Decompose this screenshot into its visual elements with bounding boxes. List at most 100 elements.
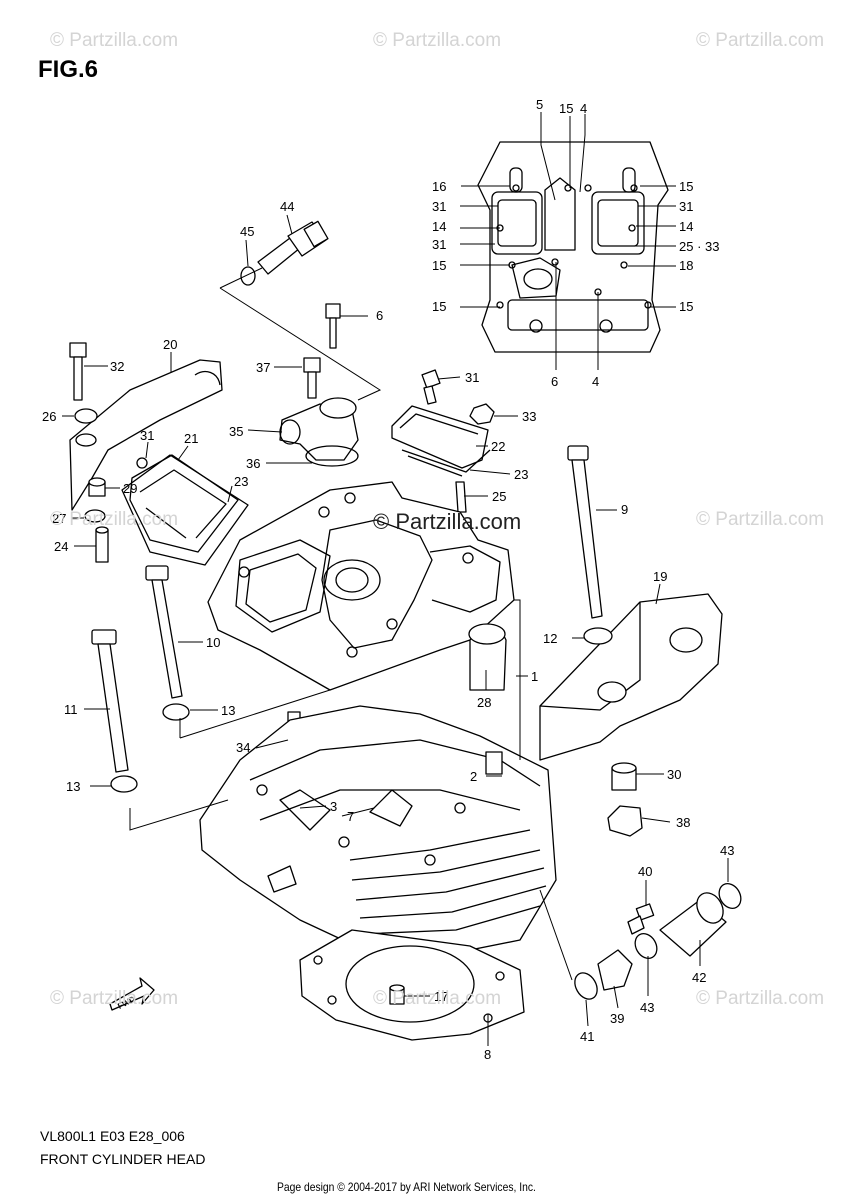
dowel-17 [389,984,405,1005]
callout-43: 43 [640,1000,654,1015]
clamp-43-lower [634,933,658,959]
gasket-23-left [121,454,249,566]
cylinder-head-underside-inset [477,141,669,353]
callout-23: 23 [234,474,248,489]
side-cover-20 [69,359,223,511]
callout-1: 1 [531,669,538,684]
callout-26: 26 [42,409,56,424]
side-cover-19 [539,593,723,761]
bolt-37 [303,357,321,399]
callout-42: 42 [692,970,706,985]
washer-13-upper [162,703,190,721]
callout-7: 7 [347,809,354,824]
callout-15: 15 [559,101,573,116]
callout-37: 37 [256,360,270,375]
callout-4: 4 [592,374,599,389]
washer-12 [583,627,613,645]
callout-33: 33 [522,409,536,424]
head-cover-22 [391,405,491,477]
watermark-center: © Partzilla.com [373,509,522,534]
callout-20: 20 [163,337,177,352]
o-ring-41 [574,972,598,1000]
watermark: © Partzilla.com [50,988,179,1009]
washer-27 [84,509,106,523]
thermostat-housing-35 [279,397,359,467]
bolt-32 [69,342,87,401]
callout-16: 16 [432,179,446,194]
callout-44: 44 [280,199,294,214]
callout-4: 4 [580,101,587,116]
forward-arrow: FWD [109,977,155,1011]
figure-label: FIG.6 [38,56,99,83]
callout-10: 10 [206,635,220,650]
watermark: © Partzilla.com [50,30,179,51]
callout-34: 34 [236,740,250,755]
cylinder-head-lower [199,705,557,959]
collar-38 [607,805,643,837]
callout-27: 27 [52,511,66,526]
cylinder-head-1 [207,481,515,691]
stud-25 [455,481,467,513]
callout-40: 40 [638,864,652,879]
callout-31: 31 [432,237,446,252]
callout-15: 15 [679,179,693,194]
watermark: © Partzilla.com [373,988,502,1009]
bolt-40 [627,903,655,935]
watermark: © Partzilla.com [696,30,825,51]
watermark: © Partzilla.com [373,30,502,51]
callout-38: 38 [676,815,690,830]
bolt-31-top [421,369,441,405]
callout-13: 13 [66,779,80,794]
callout-25-33: 25 · 33 [679,239,719,254]
head-gasket-8 [299,929,525,1041]
callout-9: 9 [621,502,628,517]
callout-31: 31 [679,199,693,214]
callout-23: 23 [514,467,528,482]
callout-28: 28 [477,695,491,710]
bolt-9 [567,445,603,619]
part-numbers: 5 15 4 16 15 31 31 14 14 31 25 · 33 15 1… [42,97,734,1062]
watermark: © Partzilla.com [696,988,825,1009]
callout-18: 18 [679,258,693,273]
grommet-30 [611,762,637,791]
hose-42 [659,892,727,957]
callout-5: 5 [536,97,543,112]
callout-14: 14 [679,219,693,234]
callout-36: 36 [246,456,260,471]
callout-31: 31 [465,370,479,385]
callout-43: 43 [720,843,734,858]
union-39 [597,949,633,991]
watermark: © Partzilla.com [696,509,825,530]
callout-29: 29 [123,481,137,496]
callout-25: 25 [492,489,506,504]
callout-21: 21 [184,431,198,446]
bolt-11 [91,629,129,773]
callout-13: 13 [221,703,235,718]
callout-6: 6 [551,374,558,389]
leader-lines [62,112,729,1046]
callout-39: 39 [610,1011,624,1026]
plug-28-face [468,623,506,645]
temperature-sensor [240,220,329,286]
callout-6: 6 [376,308,383,323]
callout-2: 2 [470,769,477,784]
callout-30: 30 [667,767,681,782]
nut-33 [469,403,495,425]
bolt-6 [325,303,341,349]
head-cover-21 [129,454,239,553]
callout-31: 31 [432,199,446,214]
clamp-43-upper [718,883,742,909]
callout-22: 22 [491,439,505,454]
assembly-lines [129,267,573,981]
callout-24: 24 [54,539,68,554]
diagram-title: FRONT CYLINDER HEAD [40,1151,206,1167]
callout-19: 19 [653,569,667,584]
callout-41: 41 [580,1029,594,1044]
washer-13-lower [110,775,138,793]
collar-24 [95,526,109,563]
diagram-code: VL800L1 E03 E28_006 [40,1128,185,1144]
callout-11: 11 [64,702,78,717]
watermark: © Partzilla.com [50,509,179,530]
callout-15: 15 [679,299,693,314]
spacer-29 [88,477,106,497]
